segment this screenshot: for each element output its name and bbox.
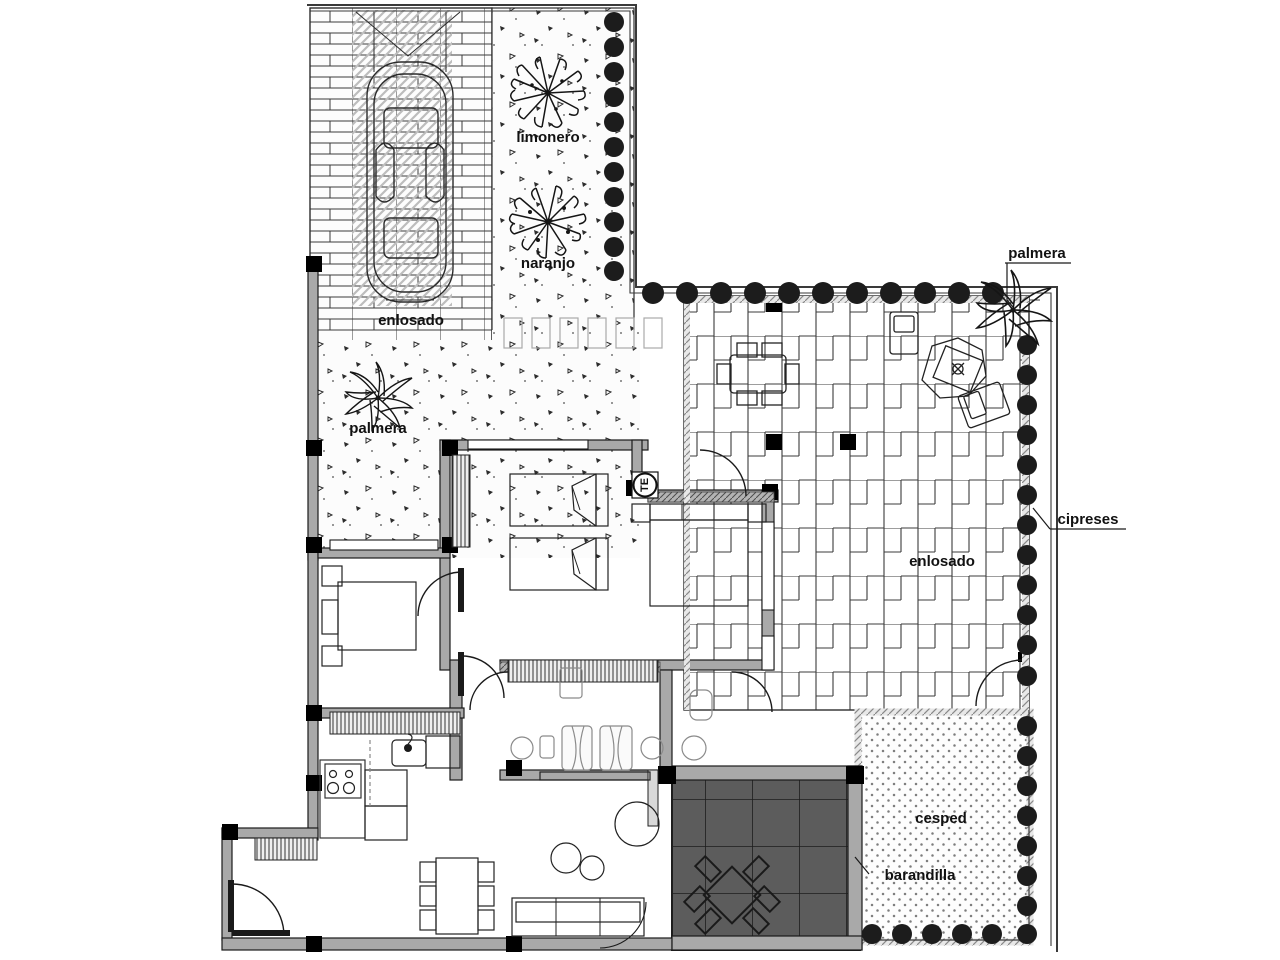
tree-palmera-east — [974, 269, 1054, 349]
leader-lines — [854, 263, 1051, 875]
car — [355, 11, 461, 303]
cypress-row-lawn-right — [1017, 716, 1037, 944]
patio-dining-set — [716, 342, 800, 406]
bed-master — [321, 565, 417, 667]
terrace-table-set — [682, 854, 782, 936]
door-layer — [228, 449, 1023, 949]
label-enlosado-garage: enlosado — [378, 312, 444, 329]
bed-twin-1 — [509, 473, 609, 527]
te-marker: TE — [631, 471, 659, 499]
leader-palmera-right — [1006, 263, 1014, 308]
planter-strip — [503, 317, 663, 349]
patio-parasol-table — [921, 337, 987, 399]
zone-patio-paving — [683, 295, 1030, 711]
leader-barandilla — [854, 856, 870, 875]
zone-lawn — [854, 708, 1034, 946]
cypress-row-lawn-bottom — [862, 924, 1002, 944]
kitchen-fittings — [319, 733, 461, 841]
label-enlosado-patio: enlosado — [909, 553, 975, 570]
indoor-furniture — [319, 473, 767, 937]
bathroom-fixtures-left — [510, 725, 593, 771]
tree-naranjo — [508, 185, 587, 259]
tree-limonero — [510, 56, 586, 128]
bed-twin-2 — [509, 537, 609, 591]
label-layer: limonero naranjo enlosado palmera palmer… — [349, 129, 1126, 884]
outdoor-furniture — [503, 311, 1011, 936]
cypress-row-north-garden — [604, 12, 624, 281]
round-coffee-tables — [550, 801, 660, 881]
label-cipreses: cipreses — [1058, 511, 1119, 528]
door-bathroom-right — [731, 671, 773, 713]
sun-lounger-2 — [957, 381, 1011, 429]
label-cesped: cesped — [915, 810, 967, 827]
door-patio — [699, 449, 747, 497]
door-bathroom-left — [469, 671, 509, 711]
cypress-layer — [604, 12, 1037, 944]
label-palmera-left: palmera — [349, 420, 407, 437]
bathroom-fixtures-right — [559, 667, 713, 771]
door-twin-bedroom — [458, 652, 505, 699]
bed-double-east — [631, 503, 767, 607]
zone-garage-paving — [309, 7, 493, 351]
tree-layer — [344, 56, 1054, 432]
gate-right — [975, 659, 1023, 707]
te-marker-text: TE — [639, 478, 651, 492]
leader-cipreses — [1032, 507, 1051, 530]
wardrobe-layer — [254, 454, 659, 861]
sun-lounger-1 — [889, 311, 919, 355]
zone-layer — [309, 7, 1034, 951]
tree-palmera-west — [344, 361, 414, 432]
door-living-terrace — [599, 901, 647, 949]
sofa — [511, 897, 645, 937]
label-barandilla: barandilla — [885, 867, 957, 884]
cypress-row-patio-top — [642, 282, 1004, 304]
window-layer — [329, 439, 775, 671]
media-unit — [539, 771, 651, 781]
label-limonero: limonero — [516, 129, 579, 146]
dining-table-set — [419, 857, 495, 935]
label-naranjo: naranjo — [521, 255, 575, 272]
cypress-row-patio-right — [1017, 335, 1037, 686]
label-palmera-right: palmera — [1008, 245, 1066, 262]
door-master-bedroom — [417, 568, 464, 617]
entrance-door — [228, 880, 290, 937]
